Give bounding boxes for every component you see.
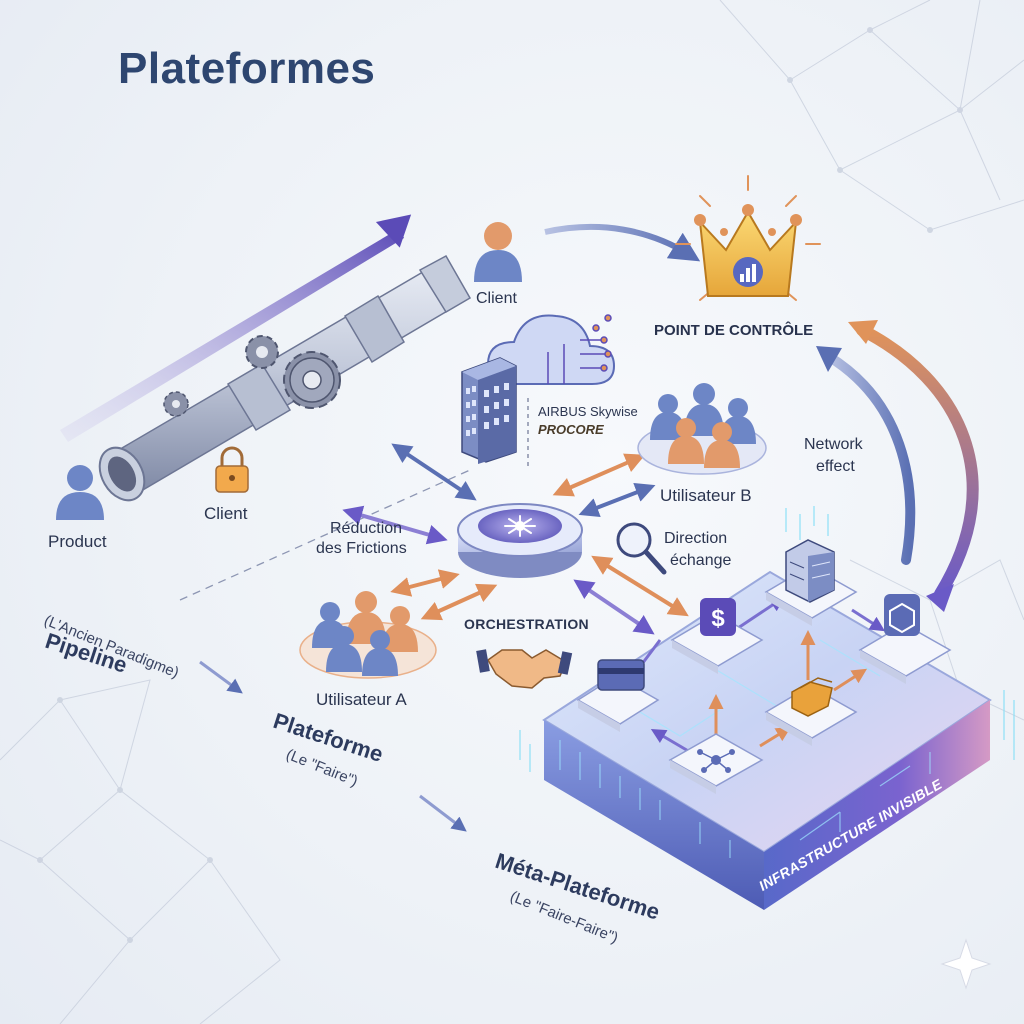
user-group-b bbox=[637, 383, 767, 475]
partner-procore-label: PROCORE bbox=[538, 422, 604, 437]
direction-label-line1: Direction bbox=[664, 530, 728, 547]
progress-arrow-1 bbox=[199, 660, 243, 694]
progress-arrow-2 bbox=[419, 794, 467, 832]
pipeline-arrow bbox=[60, 214, 412, 442]
person-icon-client bbox=[474, 222, 522, 282]
network-effect-label-line1: Network bbox=[804, 436, 863, 453]
partner-airbus-label: AIRBUS Skywise bbox=[538, 404, 638, 419]
network-effect-arrowhead-1 bbox=[848, 320, 878, 344]
control-point-label: POINT DE CONTRÔLE bbox=[654, 322, 814, 339]
network-effect-arrowhead-3 bbox=[816, 346, 842, 372]
building-icon bbox=[461, 357, 517, 464]
client-lock-label: Client bbox=[204, 504, 248, 523]
module-dollar: $ bbox=[670, 598, 764, 674]
server-icon bbox=[785, 539, 835, 603]
svg-text:$: $ bbox=[711, 605, 725, 632]
orchestration-label: ORCHESTRATION bbox=[464, 616, 589, 632]
module-card bbox=[576, 659, 660, 732]
direction-label-line2: échange bbox=[670, 552, 732, 569]
person-icon-product bbox=[56, 465, 104, 520]
gear-icon bbox=[163, 335, 341, 417]
magnifier-icon bbox=[616, 522, 667, 575]
product-label: Product bbox=[48, 532, 107, 551]
hub-icon bbox=[457, 503, 583, 578]
exchange-arrows bbox=[342, 443, 689, 635]
module-server bbox=[764, 539, 858, 626]
user-group-a bbox=[299, 591, 437, 679]
dashed-link bbox=[179, 469, 471, 601]
network-effect-arrow-outer bbox=[856, 324, 979, 600]
client-top-label: Client bbox=[476, 290, 517, 307]
client-to-control-arrow bbox=[544, 223, 701, 262]
page-title: Plateformes bbox=[118, 44, 376, 93]
user-b-label: Utilisateur B bbox=[660, 486, 752, 505]
network-effect-label-line2: effect bbox=[816, 458, 855, 475]
card-icon bbox=[597, 659, 645, 691]
lock-icon bbox=[215, 446, 249, 493]
network-effect-arrowhead-2 bbox=[926, 584, 954, 612]
sparkle-icon bbox=[940, 938, 992, 990]
friction-label-line1: Réduction bbox=[330, 520, 403, 537]
module-network bbox=[668, 733, 764, 794]
dollar-icon bbox=[700, 598, 736, 636]
crown-icon bbox=[675, 175, 821, 301]
network-effect-arrow-inner bbox=[823, 351, 916, 565]
module-cube bbox=[858, 594, 952, 684]
friction-label-line2: des Frictions bbox=[316, 540, 407, 557]
platform-glow bbox=[519, 506, 1015, 772]
handshake-icon bbox=[476, 649, 573, 689]
module-gold bbox=[764, 677, 858, 746]
user-a-label: Utilisateur A bbox=[316, 690, 407, 709]
